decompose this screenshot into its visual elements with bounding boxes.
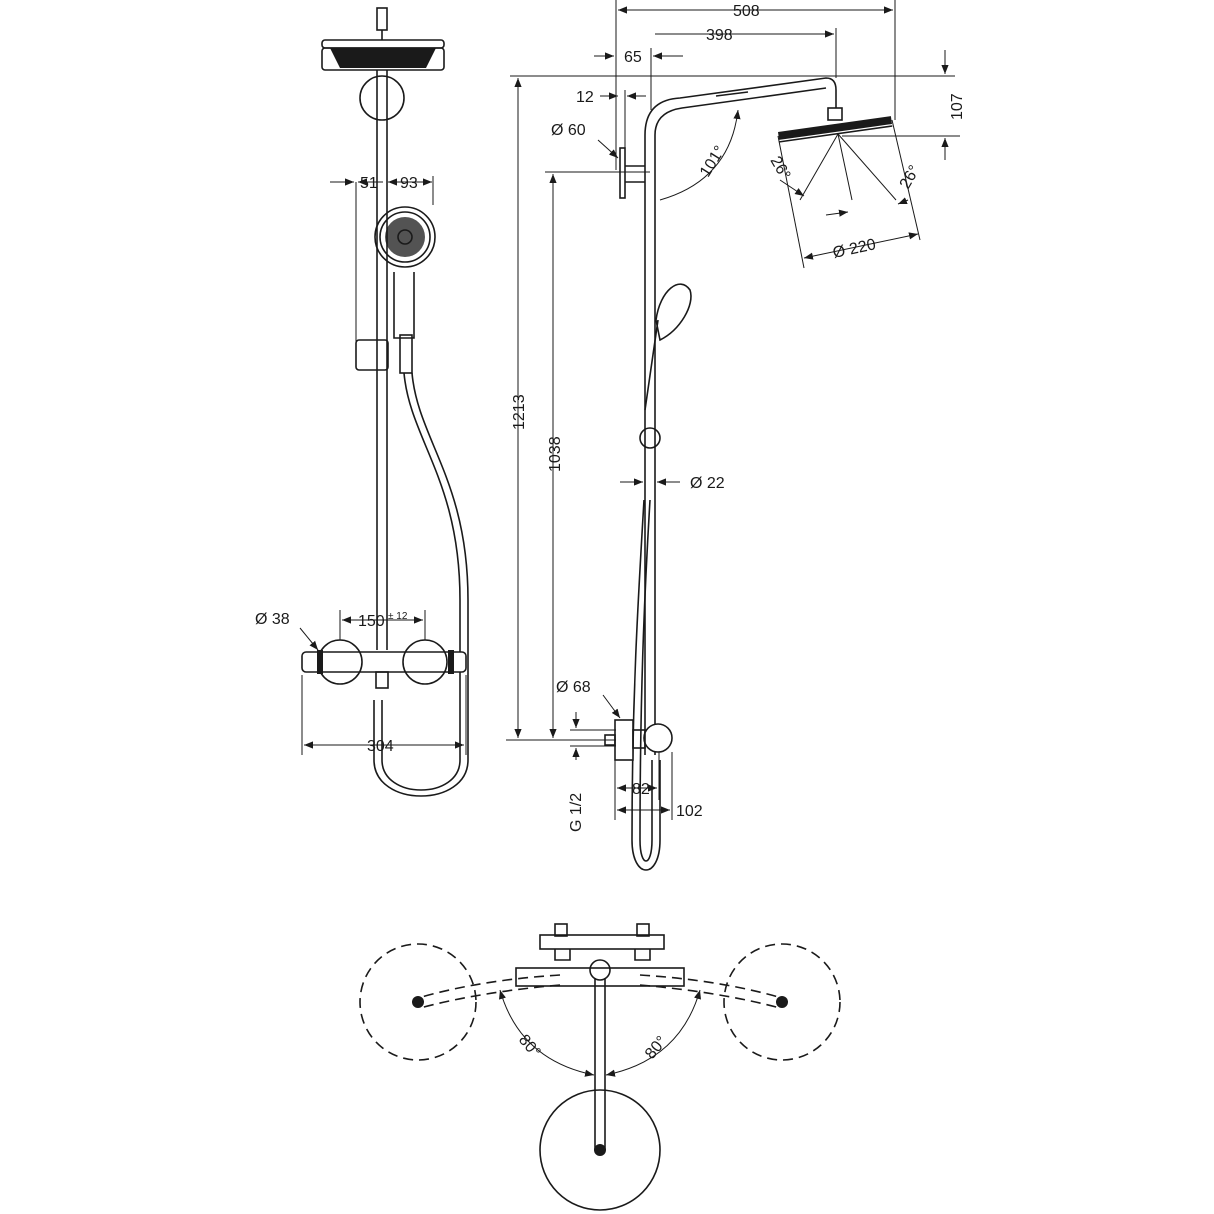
label-dia-68: Ø 68 xyxy=(556,679,591,696)
label-304: 304 xyxy=(367,738,394,755)
label-angle-26-right: 26° xyxy=(897,163,924,192)
front-thermostat-mixer xyxy=(301,639,467,689)
top-view xyxy=(359,923,841,1211)
label-102: 102 xyxy=(676,803,703,820)
label-12: 12 xyxy=(576,89,594,106)
label-dia-38: Ø 38 xyxy=(255,611,290,628)
front-hand-shower xyxy=(355,206,436,374)
front-hose xyxy=(373,372,469,797)
label-398: 398 xyxy=(706,27,733,44)
label-g-half: G 1/2 xyxy=(568,793,585,832)
label-150-tolerance: ± 12 xyxy=(388,611,408,622)
label-angle-101: 101° xyxy=(697,143,729,180)
label-65: 65 xyxy=(624,49,642,66)
label-angle-26-left: 26° xyxy=(767,154,794,183)
top-center-head xyxy=(539,978,661,1211)
label-1213: 1213 xyxy=(511,394,528,430)
side-view xyxy=(506,0,960,871)
side-riser-and-arm xyxy=(619,77,893,755)
label-93: 93 xyxy=(400,175,418,192)
top-swivel-arms xyxy=(359,943,841,1061)
label-dia-22: Ø 22 xyxy=(690,475,725,492)
label-51: 51 xyxy=(360,175,378,192)
label-150: 150 xyxy=(358,613,385,630)
dimension-labels: 508 398 65 12 107 Ø 60 101° 26° 26° Ø 22… xyxy=(255,3,966,1063)
label-dia-60: Ø 60 xyxy=(551,122,586,139)
top-mixer xyxy=(515,923,685,987)
front-view xyxy=(299,7,469,797)
label-angle-80-left: 80° xyxy=(515,1032,544,1061)
label-508: 508 xyxy=(733,3,760,20)
label-angle-80-right: 80° xyxy=(642,1033,671,1062)
label-82: 82 xyxy=(632,781,650,798)
label-107: 107 xyxy=(949,93,966,120)
label-dia-220: Ø 220 xyxy=(831,236,877,262)
side-thermostat-mixer xyxy=(604,719,673,761)
front-riser-rail xyxy=(376,70,388,650)
label-1038: 1038 xyxy=(547,436,564,472)
front-overhead-shower xyxy=(321,7,445,121)
